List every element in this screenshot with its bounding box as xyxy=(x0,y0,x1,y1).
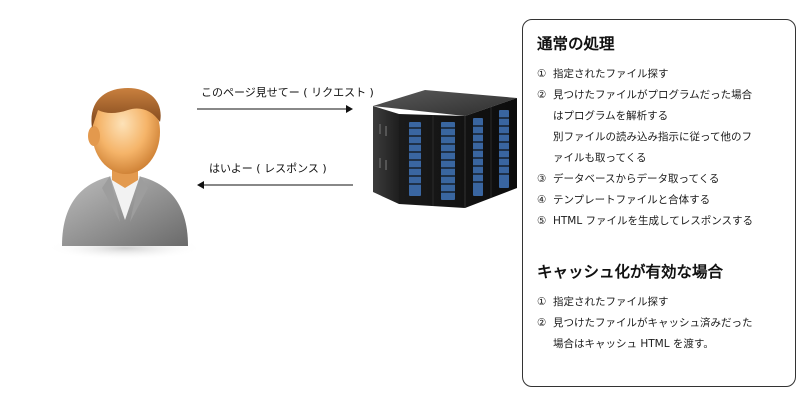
list-item: ① 指定されたファイル探す xyxy=(537,292,785,313)
list-item: ③ データベースからデータ取ってくる xyxy=(537,169,785,190)
right-arrow-icon xyxy=(197,105,353,113)
process-info-box: 通常の処理 ① 指定されたファイル探す ② 見つけたファイルがプログラムだった場… xyxy=(522,19,796,387)
step-number: ④ xyxy=(537,194,547,206)
response-label: はいよー ( レスポンス ) xyxy=(209,162,327,175)
cache-process-heading: キャッシュ化が有効な場合 xyxy=(537,263,724,281)
normal-process-steps: ① 指定されたファイル探す ② 見つけたファイルがプログラムだった場合 はプログ… xyxy=(537,64,785,232)
list-item: ① 指定されたファイル探す xyxy=(537,64,785,85)
step-number: ① xyxy=(537,68,547,80)
cache-process-steps: ① 指定されたファイル探す ② 見つけたファイルがキャッシュ済みだった 場合はキ… xyxy=(537,292,785,355)
step-text: 見つけたファイルがプログラムだった場合 はプログラムを解析する 別ファイルの読み… xyxy=(553,89,753,164)
step-number: ① xyxy=(537,296,547,308)
step-text: 見つけたファイルがキャッシュ済みだった 場合はキャッシュ HTML を渡す。 xyxy=(553,317,753,350)
request-arrow: このページ見せてー ( リクエスト ) xyxy=(195,86,374,114)
step-text: データベースからデータ取ってくる xyxy=(553,173,720,185)
normal-process-heading: 通常の処理 xyxy=(537,35,615,53)
step-text: 指定されたファイル探す xyxy=(553,296,669,308)
response-arrow: はいよー ( レスポンス ) xyxy=(195,162,355,190)
step-number: ⑤ xyxy=(537,215,547,227)
user-avatar-icon xyxy=(40,70,210,260)
step-number: ③ xyxy=(537,173,547,185)
list-item: ⑤ HTML ファイルを生成してレスポンスする xyxy=(537,211,785,232)
list-item: ② 見つけたファイルがキャッシュ済みだった 場合はキャッシュ HTML を渡す。 xyxy=(537,313,785,355)
step-text: テンプレートファイルと合体する xyxy=(553,194,711,206)
step-text: HTML ファイルを生成してレスポンスする xyxy=(553,215,754,227)
server-rack-icon xyxy=(365,88,525,210)
list-item: ② 見つけたファイルがプログラムだった場合 はプログラムを解析する 別ファイルの… xyxy=(537,85,785,169)
list-item: ④ テンプレートファイルと合体する xyxy=(537,190,785,211)
left-arrow-icon xyxy=(197,181,353,189)
step-number: ② xyxy=(537,317,547,329)
request-label: このページ見せてー ( リクエスト ) xyxy=(201,86,374,99)
step-number: ② xyxy=(537,89,547,101)
step-text: 指定されたファイル探す xyxy=(553,68,669,80)
